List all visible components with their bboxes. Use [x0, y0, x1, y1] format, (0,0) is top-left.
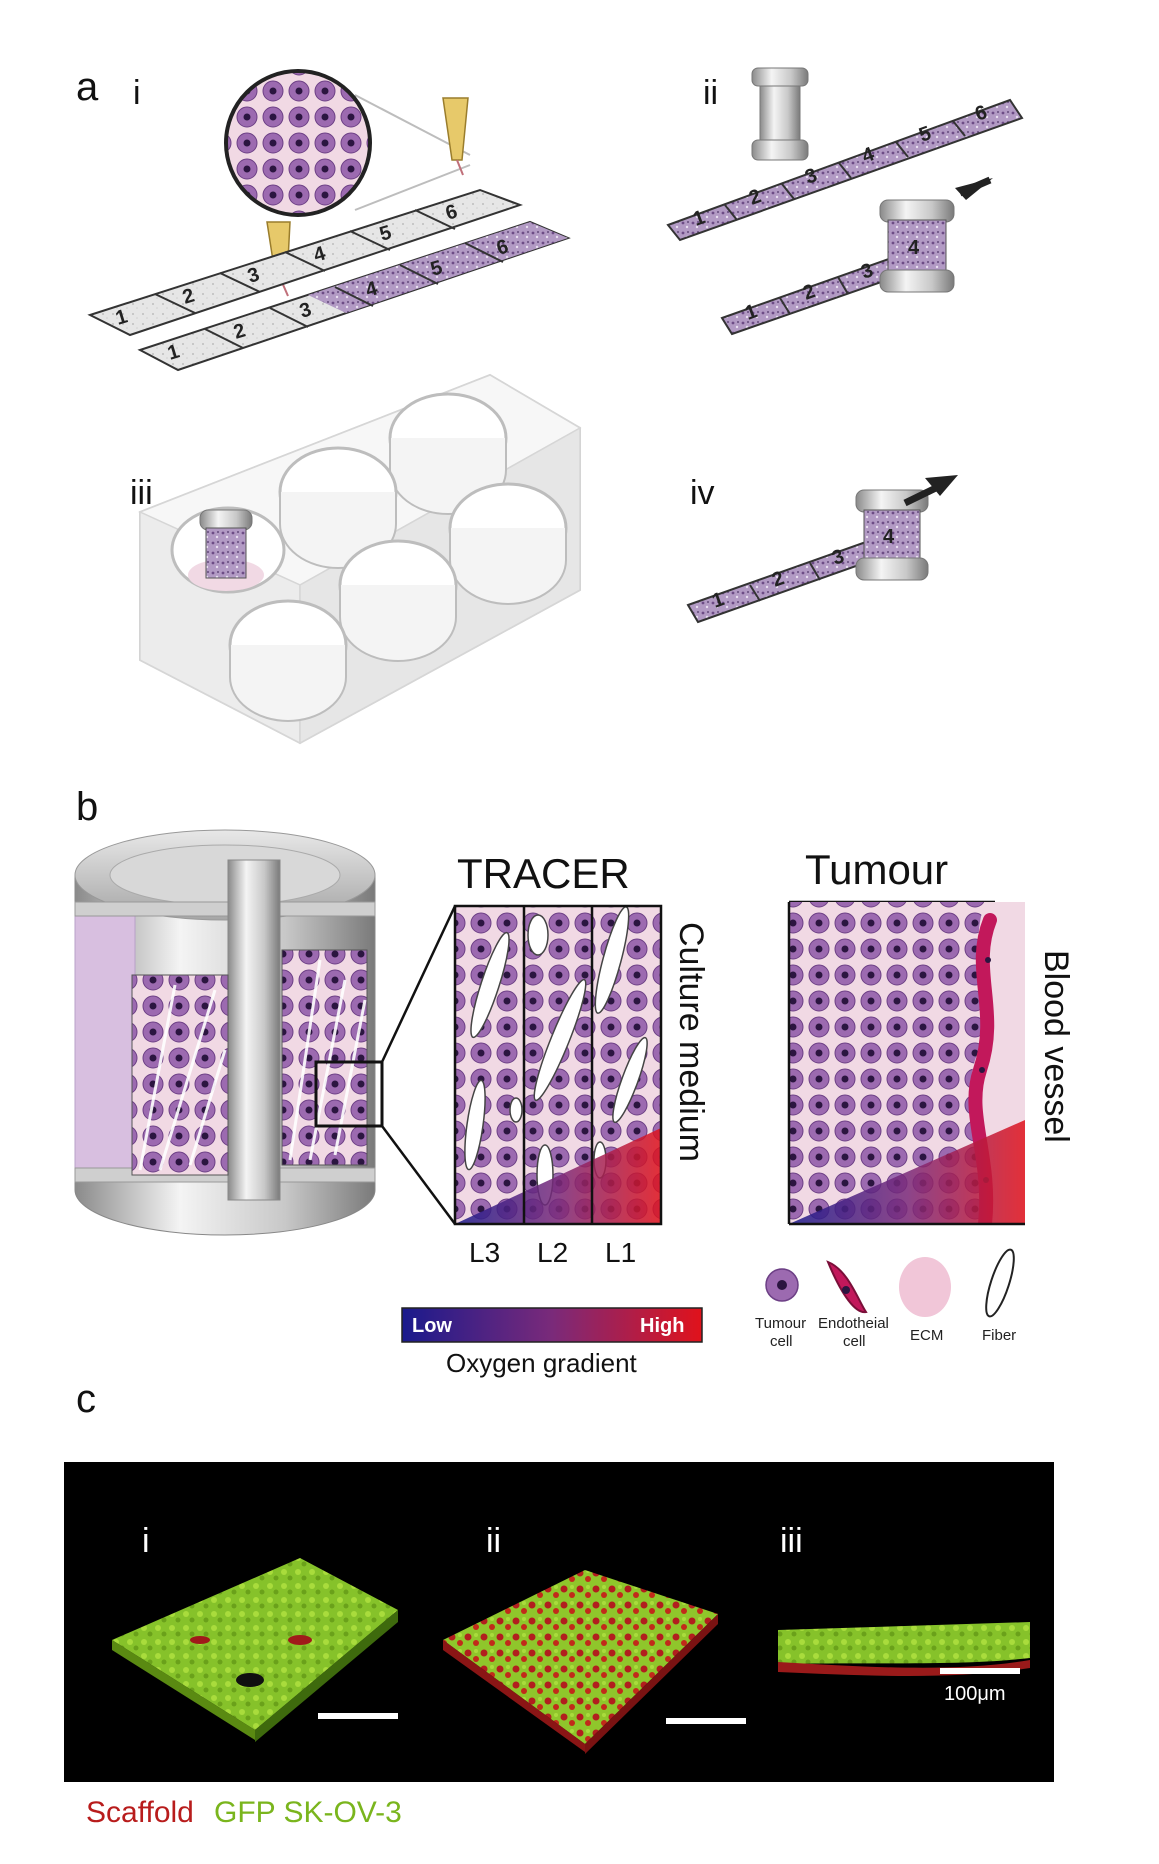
- blood-vessel-label: Blood vessel: [1037, 950, 1075, 1143]
- tracer-title: TRACER: [457, 850, 630, 897]
- legend-endothelial-cell: Endotheial cell: [818, 1260, 889, 1350]
- panel-a-i-label: i: [133, 74, 141, 112]
- well-with-spool: [170, 506, 286, 594]
- scale-bar: [318, 1713, 398, 1719]
- panel-a-label: a: [76, 65, 99, 109]
- tracer-cylinder-cutaway: [74, 829, 457, 1236]
- arrow-icon: [903, 475, 958, 507]
- unrolling-strip-iv: 1 2 3 4: [686, 489, 929, 624]
- legend-label: Endotheial: [818, 1315, 889, 1332]
- layer-label-l3: L3: [469, 1237, 500, 1268]
- rolling-strip-ii: 1 2 3 4: [720, 199, 955, 336]
- spool-icon: [751, 67, 809, 161]
- legend-tumour-cell: Tumour cell: [755, 1268, 806, 1350]
- microscopy-image-ii: [443, 1570, 718, 1754]
- scale-bar-label: 100μm: [944, 1683, 1006, 1705]
- layer-label-l1: L1: [605, 1237, 636, 1268]
- panel-c-iii-label: iii: [780, 1522, 803, 1560]
- scale-bar: [940, 1668, 1020, 1674]
- well: [338, 539, 458, 662]
- panel-c-i-label: i: [142, 1522, 150, 1560]
- scaffold-strip-blank: 1 2 3 4 5 6: [87, 188, 523, 337]
- magnified-cells-inset: [224, 69, 471, 217]
- strip-number: 4: [883, 526, 895, 548]
- legend-label: cell: [770, 1333, 793, 1350]
- tumour-title: Tumour: [805, 846, 948, 893]
- legend-gfp: GFP SK-OV-3: [214, 1796, 402, 1829]
- culture-medium-label: Culture medium: [672, 922, 710, 1162]
- panel-c-ii-label: ii: [486, 1522, 501, 1560]
- pipette-tip-icon: [442, 97, 469, 176]
- scaffold-strip-ii: 1 2 3 4 5 6: [666, 98, 1024, 242]
- gradient-caption: Oxygen gradient: [446, 1348, 638, 1378]
- panel-c-label: c: [76, 1377, 96, 1421]
- legend-scaffold: Scaffold: [86, 1796, 194, 1829]
- panel-a-ii-label: ii: [703, 74, 718, 112]
- legend-label: Fiber: [982, 1327, 1016, 1344]
- tumour-zoom: [789, 902, 1025, 1224]
- legend-ecm: ECM: [899, 1257, 951, 1344]
- tracer-zoom-frame: [453, 904, 663, 1226]
- gradient-high-label: High: [640, 1315, 684, 1337]
- scale-bar: [666, 1718, 746, 1724]
- microscopy-image-iii: [778, 1622, 1030, 1676]
- panel-a-iii-label: iii: [130, 474, 153, 512]
- legend-label: Tumour: [755, 1315, 806, 1332]
- panel-b-label: b: [76, 785, 98, 829]
- legend-fiber: Fiber: [982, 1248, 1016, 1344]
- well: [448, 482, 568, 605]
- layer-label-l2: L2: [537, 1237, 568, 1268]
- legend-label: cell: [843, 1333, 866, 1350]
- gradient-low-label: Low: [412, 1315, 452, 1337]
- strip-number: 4: [908, 237, 920, 259]
- arrow-icon: [955, 176, 993, 200]
- microscopy-image-i: [112, 1558, 398, 1742]
- panel-a-iv-label: iv: [690, 474, 715, 512]
- scaffold-strip-seeded: 1 2 3 4 5 6: [137, 220, 571, 372]
- legend-label: ECM: [910, 1327, 943, 1344]
- oxygen-gradient-bar: [401, 1307, 703, 1343]
- tracer-zoom: [455, 906, 661, 1224]
- well: [228, 599, 348, 722]
